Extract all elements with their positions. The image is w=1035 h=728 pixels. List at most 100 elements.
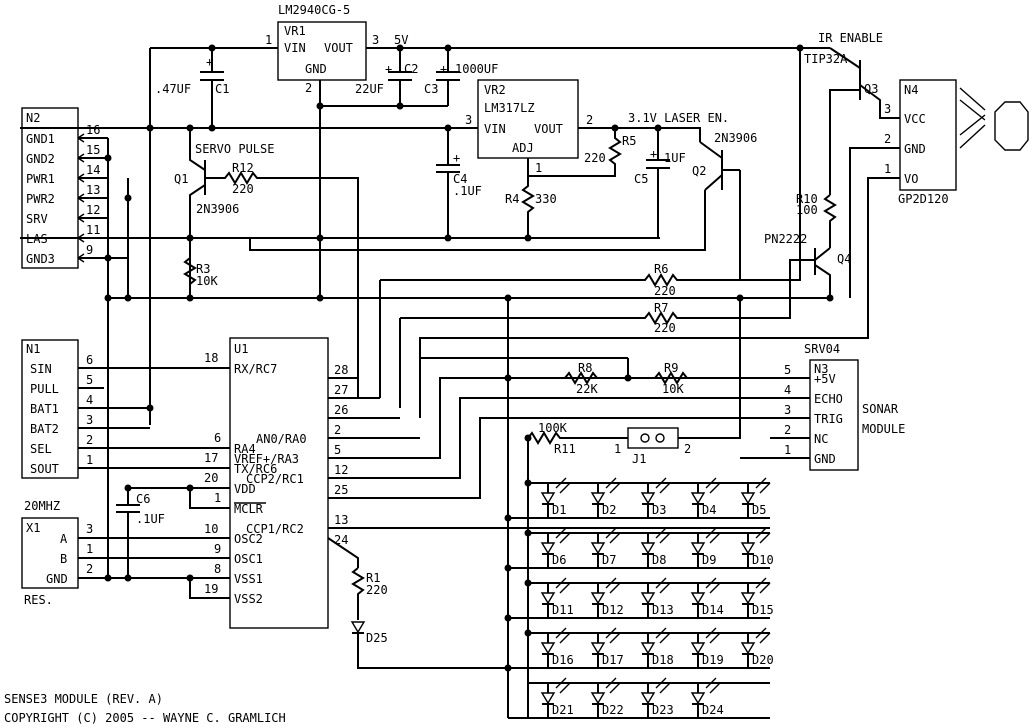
junction-dot [524,434,532,442]
svg-text:C4: C4 [453,172,467,186]
led-lead [592,703,604,718]
junction-dot [444,124,452,132]
n2-pin-num: 13 [86,183,100,197]
junction-dot [524,529,532,537]
svg-text:.47UF: .47UF [155,82,191,96]
light-rays-icon [555,677,571,694]
junction-dot [104,254,112,262]
led-lead [542,703,554,718]
svg-text:2N3906: 2N3906 [196,202,239,216]
led-lead [592,553,604,568]
svg-text:VR2: VR2 [484,83,506,97]
junction-dot [124,574,132,582]
light-rays-icon [605,477,621,494]
led-icon [640,592,656,605]
junction-dot [796,44,804,52]
svg-text:Q2: Q2 [692,164,706,178]
svg-text:2: 2 [86,562,93,576]
junction-dot [208,124,216,132]
svg-text:2: 2 [684,442,691,456]
junction-dots [104,44,834,672]
r10-resistor: R10 100 [796,192,837,248]
c4-capacitor: + C4 .1UF [436,128,482,238]
svg-text:A: A [60,532,68,546]
light-rays-icon [655,627,671,644]
svg-text:+: + [385,62,392,76]
svg-text:10K: 10K [662,382,684,396]
n3-pin-num: 2 [784,423,791,437]
r1-resistor: R1 220 [351,567,388,620]
led-icon [540,692,556,705]
junction-dot [504,374,512,382]
junction-dot [104,294,112,302]
svg-text:1: 1 [614,442,621,456]
svg-text:R5: R5 [622,134,636,148]
led-label: D13 [652,603,674,617]
junction-dot [654,124,662,132]
junction-dot [186,574,194,582]
svg-text:R12: R12 [232,161,254,175]
led-label: D8 [652,553,666,567]
u1-right-pin-num: 2 [334,423,341,437]
light-rays-icon [705,527,721,544]
svg-text:OSC2: OSC2 [234,532,263,546]
light-rays-icon [705,477,721,494]
svg-text:3: 3 [884,102,891,116]
q2-transistor: 2N3906 Q2 [692,131,757,191]
light-rays-icon [655,577,671,594]
led-lead [642,553,654,568]
svg-text:1000UF: 1000UF [455,62,498,76]
n3-pin-name: ECHO [814,392,843,406]
r6-resistor: R6 220 [379,262,690,398]
u1-right-pin-num: 26 [334,403,348,417]
svg-text:VCC: VCC [904,112,926,126]
q1-transistor: SERVO PULSE Q1 2N3906 [174,128,274,298]
led-label: D6 [552,553,566,567]
light-rays-icon [555,577,571,594]
light-rays-icon [655,477,671,494]
svg-text:VREF+/RA3: VREF+/RA3 [234,452,299,466]
junction-dot [124,294,132,302]
led-icon [740,542,756,555]
svg-text:N3: N3 [814,362,828,376]
light-rays-icon [705,577,721,594]
light-rays-icon [605,677,621,694]
svg-text:17: 17 [204,451,218,465]
led-icon [590,592,606,605]
junction-dot [611,124,619,132]
led-lead [642,703,654,718]
svg-text:D25: D25 [366,631,388,645]
n2-pin-name: PWR1 [26,172,55,186]
svg-text:RA4: RA4 [234,442,256,456]
svg-text:R8: R8 [578,361,592,375]
svg-text:6: 6 [214,431,221,445]
junction-dot [444,44,452,52]
led-label: D17 [602,653,624,667]
svg-text:VSS2: VSS2 [234,592,263,606]
junction-dot [396,44,404,52]
led-icon [590,492,606,505]
r11-resistor: 100K R11 [527,421,628,718]
led-lead [692,503,704,518]
led-icon [690,492,706,505]
junction-dot [186,294,194,302]
arrow-icon [77,233,85,243]
led-label: D11 [552,603,574,617]
svg-text:R1: R1 [366,571,380,585]
svg-text:N1: N1 [26,342,40,356]
n4-connector: N4 VCC GND VO 3 2 1 GP2D120 [884,79,957,206]
light-rays-icon [755,477,771,494]
led-icon [590,542,606,555]
svg-text:1: 1 [214,491,221,505]
svg-text:8: 8 [214,562,221,576]
vr1-pin2: 2 [305,81,312,95]
svg-text:R11: R11 [554,442,576,456]
led-lead [692,653,704,668]
led-icon [690,592,706,605]
svg-text:19: 19 [204,582,218,596]
svg-text:VDD: VDD [234,482,256,496]
led-icon [640,492,656,505]
svg-text:10K: 10K [196,274,218,288]
svg-text:+: + [453,151,460,165]
